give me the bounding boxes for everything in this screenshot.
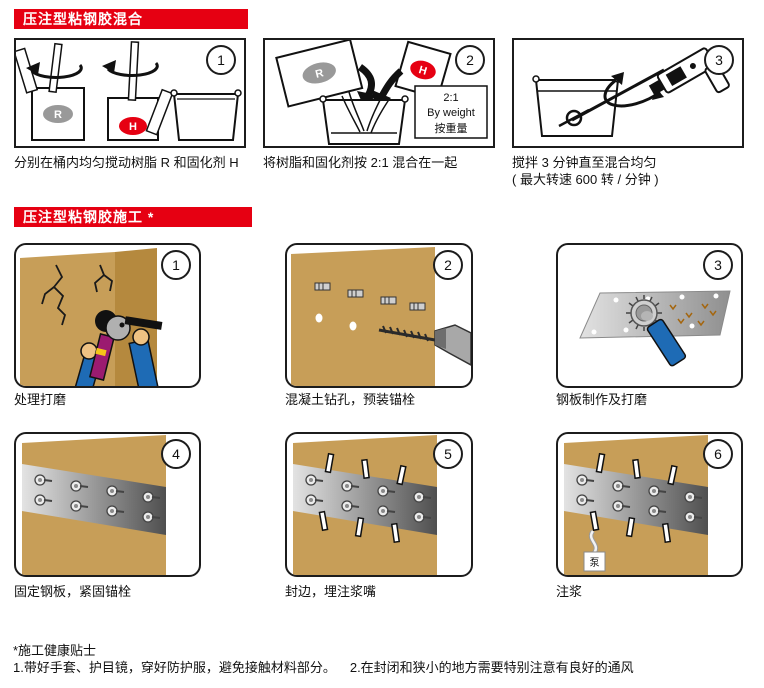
construction-illustration-drilling	[291, 247, 471, 386]
step-number-badge: 1	[206, 45, 236, 75]
step-number-badge: 6	[703, 439, 733, 469]
pump-label: 泵	[590, 557, 600, 569]
pump-box: 泵	[583, 551, 606, 572]
mixing-illustration-drill-stir	[532, 47, 730, 137]
health-tips-footer: *施工健康贴士 1.带好手套、护目镜，穿好防护服，避免接触材料部分。 2.在封闭和…	[13, 642, 648, 676]
anchor-bolts-icon	[314, 282, 426, 311]
construction-illustration-grouting: 泵	[564, 435, 708, 575]
hardener-label: H	[129, 121, 137, 133]
steel-plate	[22, 464, 166, 535]
resin-bucket-icon: R	[16, 42, 85, 141]
construction-step-1-panel: 1	[14, 243, 201, 388]
mixing-section-title-text: 压注型粘钢胶混合	[23, 11, 143, 27]
construction-illustration-fix-plate	[22, 435, 166, 575]
worker-with-grinder-icon	[73, 310, 163, 386]
mixing-step-1-caption: 分别在桶内均匀搅动树脂 R 和固化剂 H	[14, 155, 239, 170]
drilled-hole	[349, 321, 357, 331]
grinder-icon	[626, 295, 687, 367]
pump-hose-icon	[588, 529, 599, 555]
plate-bolts	[576, 474, 703, 523]
health-tip-2: 2.在封闭和狭小的地方需要特别注意有良好的通风	[349, 660, 634, 675]
empty-mixing-tub-icon	[170, 89, 242, 141]
construction-step-2-caption: 混凝土钻孔，预装锚栓	[285, 392, 416, 407]
mixing-step-3-panel: 3	[512, 38, 744, 148]
plate-bolts	[305, 474, 432, 523]
step-number-badge: 2	[433, 250, 463, 280]
step-number-badge: 1	[161, 250, 191, 280]
step-number-badge: 2	[455, 45, 485, 75]
construction-step-6-panel: 泵 6	[556, 432, 743, 577]
construction-step-4-panel: 4	[14, 432, 201, 577]
construction-illustration-grinding-wall	[20, 248, 163, 386]
mixing-tub-icon	[319, 91, 409, 145]
resin-pack-icon: R	[275, 40, 364, 108]
by-weight-en: By weight	[427, 107, 475, 119]
construction-illustration-plate-grinding	[579, 290, 731, 367]
construction-section-title: 压注型粘钢胶施工 *	[14, 207, 252, 227]
ratio-value: 2:1	[443, 92, 458, 104]
construction-step-3-panel: 3	[556, 243, 743, 388]
mixing-illustration-pour-together: R H	[275, 40, 488, 145]
plate-holes	[591, 293, 719, 335]
hardener-label: H	[417, 64, 428, 78]
step-number: 3	[715, 52, 723, 68]
health-tips-notes: 1.带好手套、护目镜，穿好防护服，避免接触材料部分。 2.在封闭和狭小的地方需要特…	[13, 659, 648, 676]
mixing-illustration-stir-buckets: R H	[16, 41, 242, 141]
health-tip-1: 1.带好手套、护目镜，穿好防护服，避免接触材料部分。	[13, 660, 336, 675]
step-number-badge: 5	[433, 439, 463, 469]
mixing-step-3-caption-line1: 搅拌 3 分钟直至混合均匀	[512, 155, 657, 170]
construction-step-5-caption: 封边，埋注浆嘴	[285, 584, 377, 599]
step-number-badge: 4	[161, 439, 191, 469]
mixing-section-title: 压注型粘钢胶混合	[14, 9, 248, 29]
hardener-bucket-icon: H	[102, 41, 174, 141]
step-number: 3	[714, 257, 722, 273]
step-number: 6	[714, 446, 722, 462]
ratio-box: 2:1 By weight 按重量	[414, 85, 488, 139]
construction-section-title-text: 压注型粘钢胶施工 *	[23, 209, 155, 225]
plate-bolts	[34, 474, 161, 523]
step-number: 2	[444, 257, 452, 273]
cracks-icon	[41, 264, 113, 326]
wall	[291, 247, 435, 386]
step-number: 1	[217, 52, 225, 68]
step-number-badge: 3	[703, 250, 733, 280]
construction-step-4-caption: 固定钢板，紧固锚栓	[14, 584, 132, 599]
by-weight-cn: 按重量	[435, 121, 468, 135]
construction-step-5-panel: 5	[285, 432, 473, 577]
rust-spots	[669, 303, 717, 327]
construction-step-3-caption: 钢板制作及打磨	[556, 392, 648, 407]
drill-icon	[648, 47, 730, 96]
mixing-step-2-caption: 将树脂和固化剂按 2:1 混合在一起	[263, 155, 458, 170]
drilled-hole	[315, 313, 323, 323]
resin-label: R	[314, 67, 325, 81]
step-number: 5	[444, 446, 452, 462]
mixing-paddle-icon	[558, 68, 665, 128]
step-number: 4	[172, 446, 180, 462]
health-tips-title: *施工健康贴士	[13, 643, 97, 658]
hardener-pack-icon: H	[394, 40, 452, 100]
construction-step-2-panel: 2	[285, 243, 473, 388]
construction-step-6-caption: 注浆	[556, 584, 583, 599]
filled-tub-icon	[532, 75, 622, 137]
mixing-step-3-caption: 搅拌 3 分钟直至混合均匀 ( 最大转速 600 转 / 分钟 )	[512, 154, 659, 188]
step-number: 2	[466, 52, 474, 68]
drill-bit-icon	[378, 324, 471, 366]
injection-nozzles	[318, 452, 407, 544]
mixing-step-2-panel: R H	[263, 38, 495, 148]
construction-step-1-caption: 处理打磨	[14, 392, 67, 407]
resin-label: R	[54, 109, 62, 121]
step-number-badge: 3	[704, 45, 734, 75]
injection-nozzles	[589, 452, 678, 544]
construction-illustration-seal-nozzles	[293, 435, 437, 575]
mixing-step-3-caption-line2: ( 最大转速 600 转 / 分钟 )	[512, 172, 659, 187]
step-number: 1	[172, 257, 180, 273]
mixing-step-1-panel: R H 1	[14, 38, 246, 148]
